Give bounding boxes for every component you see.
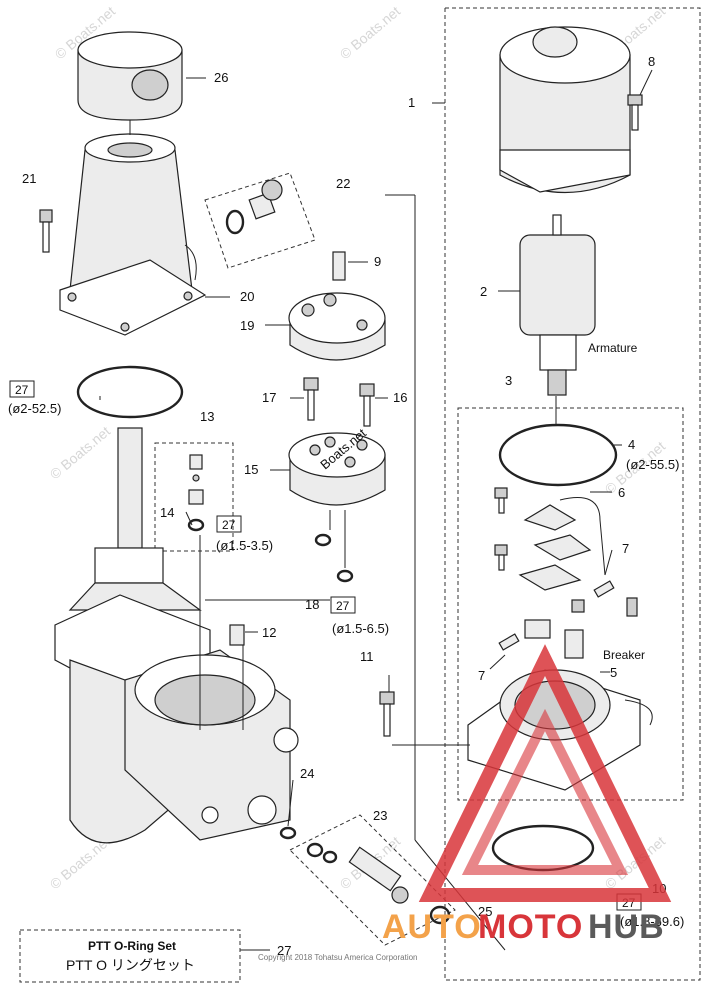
ref-box-27: [9, 380, 35, 398]
part-18-oring: [314, 533, 332, 547]
callout-26: 26: [214, 70, 228, 85]
callout-15: 15: [244, 462, 258, 477]
leader-lines: [99, 69, 653, 951]
callout-5: 5: [610, 665, 617, 680]
part-13-check-valve: [187, 454, 205, 532]
callout-19: 19: [240, 318, 254, 333]
callout-18: 18: [305, 597, 319, 612]
part-23-manual-valve: [306, 842, 409, 904]
legend-title-ja: PTT O リングセット: [66, 957, 195, 973]
callout-9: 9: [374, 254, 381, 269]
callout-25: 25: [478, 904, 492, 919]
part-18-oring: [336, 569, 354, 583]
spec-52-5: (ø2-52.5): [8, 401, 61, 416]
part-8-screw: [627, 94, 643, 131]
callout-17: 17: [262, 390, 276, 405]
spec-69-6: (ø1.8-69.6): [620, 914, 684, 929]
part-5-breaker: [524, 619, 584, 659]
callout-22: 22: [336, 176, 350, 191]
callout-3: 3: [505, 373, 512, 388]
armature-label: Armature: [588, 341, 638, 355]
ref-box-27: [216, 515, 242, 533]
part-25-snap-ring: [429, 905, 451, 925]
watermark-text: © Boats.net: [47, 423, 114, 482]
part-7-spring: [498, 633, 520, 651]
callout-20: 20: [240, 289, 254, 304]
part-6-brush-holder: [494, 487, 606, 591]
part-20-reservoir: [59, 133, 207, 336]
brand-moto: MOTO: [478, 908, 583, 946]
part-19-valve-plate: [288, 292, 386, 361]
callout-16: 16: [393, 390, 407, 405]
spec-6-5: (ø1.5-6.5): [332, 621, 389, 636]
ptt-cylinder-body: [54, 427, 299, 844]
automotohub-logo: AUTO MOTO HUB: [382, 644, 672, 946]
watermark-text: © Boats.net: [337, 3, 404, 62]
ref-box-27: [330, 596, 356, 614]
spec-3-5: (ø1.5-3.5): [216, 538, 273, 553]
callout-2: 2: [480, 284, 487, 299]
part-16-bolt: [359, 383, 375, 427]
legend-box: [19, 929, 241, 983]
assembly-22-frame: [204, 172, 316, 269]
part-10-oring: [491, 824, 595, 872]
part-21-bolt: [39, 209, 53, 253]
part-4-oring: [498, 423, 618, 487]
callout-24: 24: [300, 766, 314, 781]
part-1-motor: [499, 26, 631, 194]
assembly-3-frame: [457, 407, 684, 801]
callout-8: 8: [648, 54, 655, 69]
ref-box-27-text: 27: [222, 518, 236, 532]
callout-11: 11: [360, 649, 374, 664]
part-7-spring: [571, 580, 638, 617]
part-26-sleeve: [77, 31, 183, 121]
breaker-label: Breaker: [603, 648, 645, 662]
assembly-13-frame: [154, 442, 234, 552]
brand-auto: AUTO: [382, 908, 482, 946]
copyright-text: Copyright 2018 Tohatsu America Corporati…: [258, 953, 418, 962]
part-2-armature: [519, 214, 596, 396]
ref-box-27-text: 27: [15, 383, 29, 397]
callout-6: 6: [618, 485, 625, 500]
callout-14: 14: [160, 505, 174, 520]
part-11-bolt: [379, 691, 395, 737]
part-27-oring: [76, 365, 184, 419]
brand-hub: HUB: [588, 908, 665, 946]
ref-box-27-text: 27: [336, 599, 350, 613]
assembly-23-frame: [289, 814, 456, 946]
callout-1: 1: [408, 95, 415, 110]
part-9-pin: [332, 251, 346, 281]
callout-7-lower: 7: [478, 668, 485, 683]
callout-21: 21: [22, 171, 36, 186]
part-22-valve: [225, 179, 283, 235]
legend-title-en: PTT O-Ring Set: [88, 939, 176, 953]
callout-13: 13: [200, 409, 214, 424]
part-12-fitting: [229, 624, 245, 646]
callout-7-upper: 7: [622, 541, 629, 556]
callout-12: 12: [262, 625, 276, 640]
part-24-oring: [279, 826, 297, 840]
part-17-bolt: [303, 377, 319, 421]
callout-4: 4: [628, 437, 635, 452]
callout-23: 23: [373, 808, 387, 823]
spec-55-5: (ø2-55.5): [626, 457, 679, 472]
callout-27: 27: [277, 943, 291, 958]
assembly-1-frame: [444, 7, 701, 981]
part-15-pump: [288, 432, 386, 506]
